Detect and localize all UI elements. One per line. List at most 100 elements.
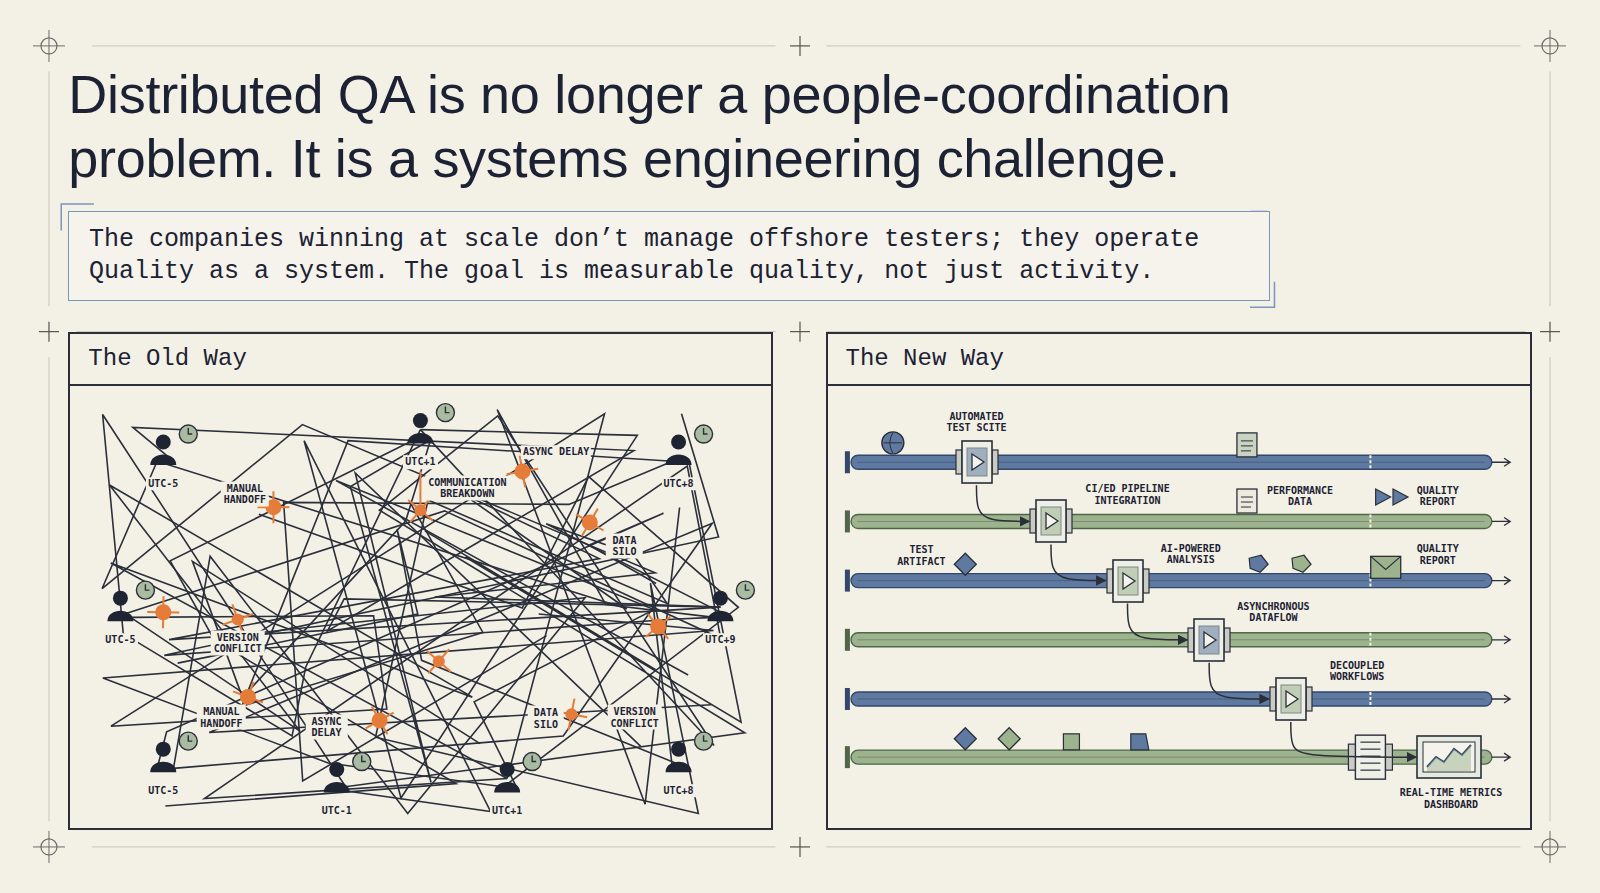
person-body [150,762,176,773]
icon-graphic [1029,498,1073,544]
crosshair-line [48,30,49,62]
clock-face [179,732,197,750]
splat-stroke [380,720,388,734]
stage-icon [1269,676,1313,722]
flow-label: QUALITY REPORT [1413,483,1462,508]
timezone-label: UTC+9 [703,633,737,647]
person-icon [666,732,713,772]
person-head [113,591,128,606]
plus-mark [48,322,49,342]
stage-body [1113,560,1143,602]
splat-stroke [590,522,604,530]
splat-stroke [507,471,523,474]
tangle-line [350,440,640,783]
person-body [324,782,350,793]
timezone-label: UTC-1 [320,804,354,818]
stage-flange [1224,628,1230,652]
lane-core [857,580,1485,581]
lane-core [857,462,1485,463]
stage-arrow [1046,513,1058,529]
splat-stroke [372,706,380,720]
stage-body [962,441,992,483]
clock-face [695,425,713,443]
caption-box: The companies winning at scale don’t man… [68,211,1270,301]
plus-mark [799,36,800,56]
stage-arrow [1204,632,1216,648]
panel: The New WayAUTOMATED TEST SCITECI/ED PIP… [826,332,1532,830]
dashboard-area [1427,745,1471,771]
lane-cap [845,510,850,532]
stage-icon [1029,498,1073,544]
stage-label: REAL-TIME METRICS DASHBOARD [1397,786,1506,811]
server-slot [1360,763,1380,764]
pipeline-stage: ASYNCHRONOUS DATAFLOW [1187,600,1313,663]
stage-core [1199,626,1219,654]
clock-hands [704,735,708,741]
issue-label: COMMUNICATION BREAKDOWN [425,475,510,500]
person-icon [150,732,197,772]
clock-hands [188,428,192,434]
tangle-line [178,529,689,768]
plus-mark [799,837,800,857]
tag-icon [1249,555,1268,572]
tangle-line [304,430,637,812]
splat-stroke [427,651,439,661]
issue-label: MANUAL HANDOFF [221,481,270,506]
timezone-label: UTC-5 [103,633,137,647]
stage-flange [956,450,962,474]
dashboard-screen [1423,742,1475,772]
splat-stroke [582,522,590,536]
tag-icon [1292,555,1311,572]
timezone-label: UTC+1 [490,804,524,818]
splat-stroke [522,469,538,472]
flow-connector [1209,663,1269,699]
tangle-line [157,513,663,768]
icon-graphic [955,439,999,485]
tangle-line [173,523,712,768]
splat-stroke [232,604,237,619]
lane-arrow [1492,577,1510,585]
issue-label: MANUAL HANDOFF [197,705,246,730]
stage-label: ASYNCHRONOUS DATAFLOW [1234,600,1313,625]
clock-face [436,404,454,422]
lane-arrow [1492,636,1510,644]
person-icon [494,753,541,793]
tangle-line [173,556,585,813]
conflict-splat [147,596,179,628]
pipeline-lane [845,570,1510,592]
splat-stroke [233,691,248,697]
splat-stroke [380,713,394,721]
stage-label: AI-POWERED ANALYSIS [1154,542,1227,567]
splat-stroke [238,614,253,619]
globe-lines [884,433,902,453]
stage-arrow [972,454,984,470]
artifact-diamond [954,553,976,575]
dashboard-icon [1416,735,1482,779]
person-body [666,455,692,466]
issue-label: ASYNC DELAY [521,445,591,459]
stage-core [967,448,987,476]
crosshair-line [1550,831,1551,863]
splat-stroke [420,510,432,520]
frame-line [48,71,49,306]
splat-stroke [646,627,658,637]
crosshair-line [48,831,49,863]
splat-stroke [163,611,179,613]
document-lines [1241,441,1253,451]
document-lines [1241,497,1253,507]
pipeline-stage: DECOUPLED WORKFLOWS [1269,659,1391,722]
lane-cap [845,629,850,651]
stage-flange [1107,569,1113,593]
tangle-line [284,461,673,781]
splat-stroke [272,491,274,507]
flow-connector [977,485,1030,521]
person-body [107,611,133,622]
document-icon [1237,433,1257,457]
timezone-label: UTC-5 [146,784,180,798]
crosshair-line [1550,30,1551,62]
conflict-splat [646,614,671,639]
flow-connector [1051,544,1106,580]
lane-cap [845,746,850,768]
lane-core [857,698,1485,699]
server-slot [1360,770,1380,771]
